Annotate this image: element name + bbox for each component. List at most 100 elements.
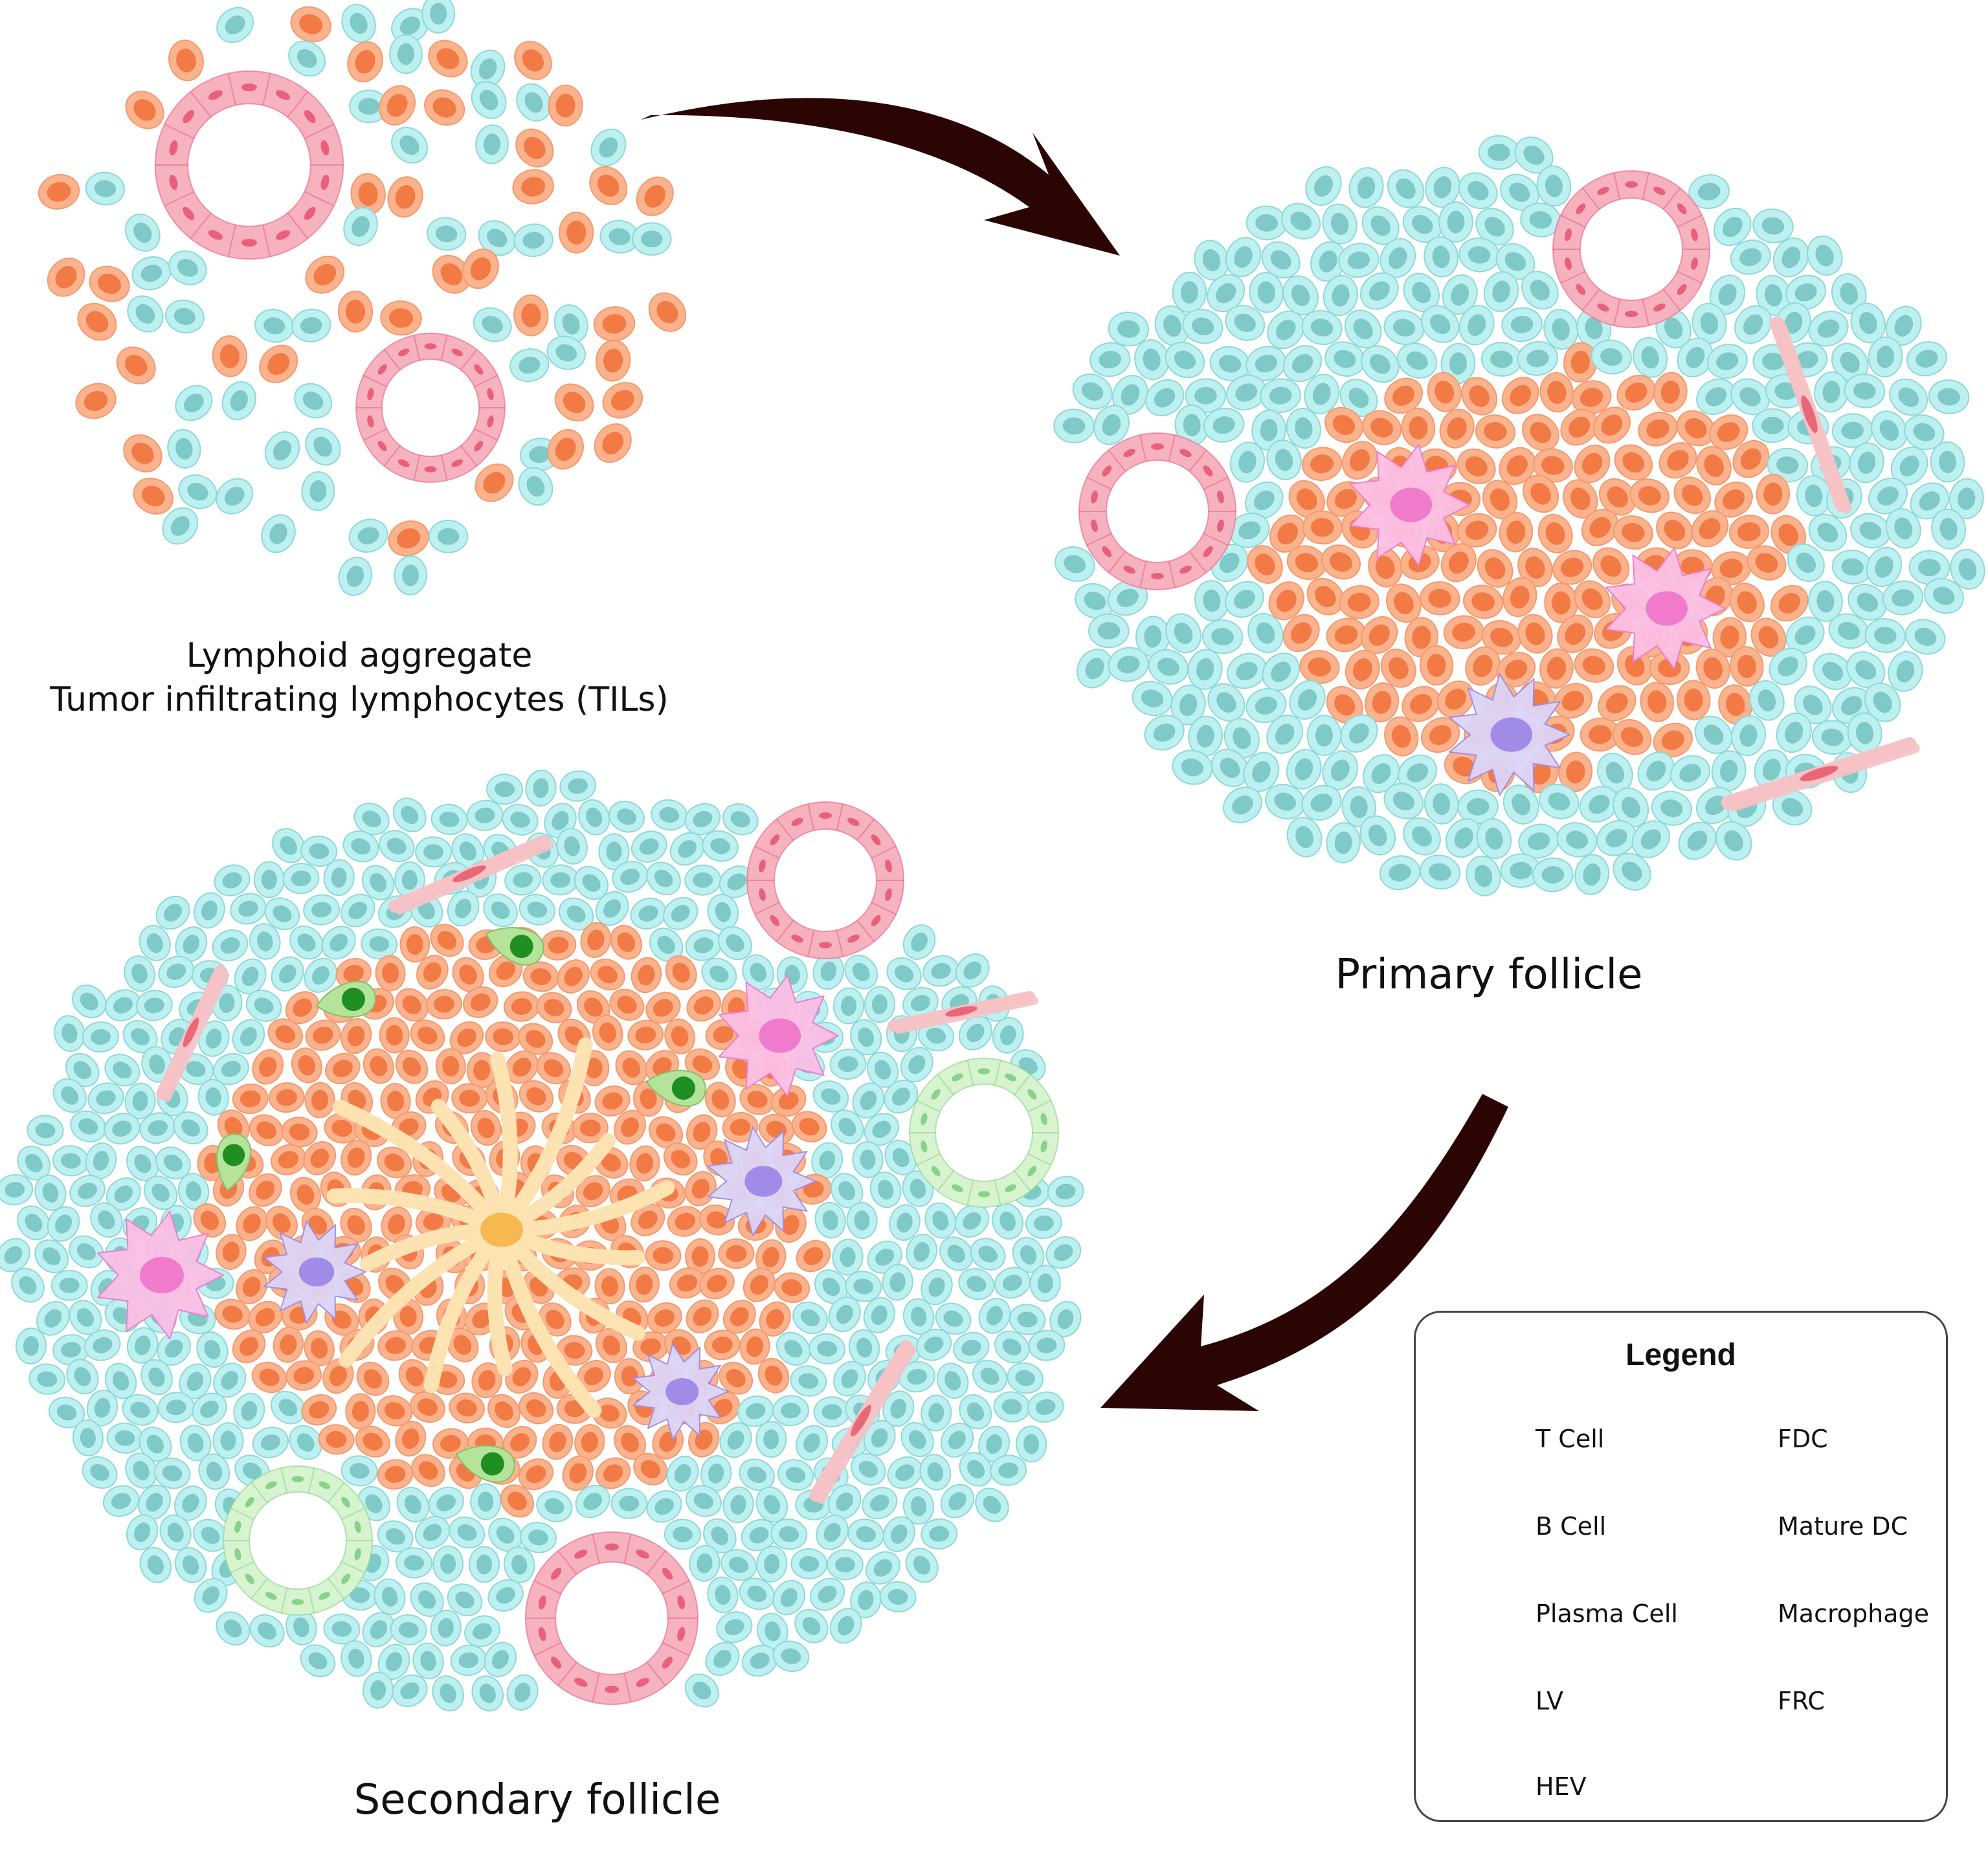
- t-cell: [432, 1545, 464, 1583]
- t-cell: [232, 1019, 265, 1054]
- t-cell: [958, 1016, 992, 1051]
- t-cell: [105, 989, 141, 1021]
- t-cell: [1613, 787, 1649, 828]
- t-cell: [1281, 203, 1321, 239]
- t-cell: [940, 1422, 974, 1458]
- t-cell: [921, 1518, 958, 1550]
- primary-caption: Primary follicle: [1335, 951, 1643, 999]
- t-cell: [1016, 1425, 1047, 1463]
- b-cell: [395, 988, 429, 1022]
- t-cell: [212, 1052, 249, 1085]
- t-cell: [862, 1487, 898, 1520]
- t-cell: [155, 1146, 191, 1180]
- b-cell: [614, 1109, 646, 1145]
- t-cell: [1170, 684, 1206, 726]
- t-cell: [863, 1297, 895, 1333]
- b-cell: [318, 1424, 355, 1455]
- b-cell: [718, 1238, 755, 1269]
- t-cell: [1088, 613, 1130, 649]
- t-cell: [471, 81, 507, 119]
- b-cell: [411, 1454, 445, 1487]
- b-cell: [1691, 510, 1729, 548]
- t-cell: [718, 926, 753, 961]
- t-cell: [221, 381, 256, 421]
- b-cell: [1673, 476, 1711, 515]
- t-cell: [377, 1643, 410, 1680]
- b-cell: [1420, 717, 1460, 753]
- t-cell: [506, 1674, 539, 1711]
- b-cell: [1247, 545, 1283, 584]
- t-cell: [1637, 751, 1675, 791]
- b-cell: [1365, 682, 1400, 723]
- t-cell: [212, 929, 249, 962]
- t-cell: [1631, 820, 1670, 858]
- t-cell: [577, 799, 610, 836]
- t-cell: [994, 1330, 1030, 1364]
- b-cell: [1552, 550, 1592, 585]
- t-cell: [1866, 546, 1903, 587]
- t-cell: [1670, 755, 1711, 791]
- t-cell: [233, 1392, 265, 1429]
- b-cell: [503, 991, 540, 1022]
- t-cell: [1596, 819, 1636, 856]
- t-cell: [69, 1235, 104, 1269]
- b-cell: [686, 1114, 718, 1150]
- t-cell: [1154, 305, 1190, 346]
- t-cell: [249, 1614, 285, 1648]
- b-cell: [304, 1330, 335, 1366]
- t-cell: [90, 1202, 123, 1238]
- t-cell: [131, 256, 172, 291]
- b-cell: [475, 463, 514, 502]
- b-cell: [380, 1083, 411, 1120]
- b-cell: [594, 423, 632, 463]
- b-cell: [614, 1358, 645, 1395]
- t-cell: [1846, 651, 1886, 689]
- t-cell: [770, 1519, 808, 1550]
- t-cell: [796, 1425, 829, 1461]
- b-cell: [755, 1239, 787, 1276]
- t-cell: [304, 957, 338, 993]
- t-cell: [155, 895, 190, 930]
- t-cell: [1597, 752, 1633, 793]
- t-cell: [392, 797, 427, 832]
- b-cell: [270, 1144, 307, 1175]
- t-cell: [1322, 203, 1357, 245]
- b-cell: [1461, 377, 1498, 416]
- t-cell: [300, 835, 338, 867]
- b-cell: [595, 339, 631, 382]
- t-cell: [139, 1112, 176, 1144]
- t-cell: [649, 928, 684, 963]
- plasma-cell: [645, 1069, 706, 1107]
- t-cell: [1785, 274, 1826, 311]
- b-cell: [665, 955, 697, 990]
- b-cell: [1436, 680, 1475, 718]
- b-cell: [1558, 751, 1593, 792]
- t-cell: [469, 1546, 500, 1583]
- t-cell: [1483, 271, 1519, 312]
- t-cell: [69, 1300, 102, 1335]
- b-cell: [345, 1393, 376, 1430]
- t-cell: [122, 1394, 159, 1426]
- t-cell: [809, 1577, 845, 1611]
- t-cell: [559, 770, 597, 802]
- t-cell: [882, 1263, 913, 1301]
- b-cell: [1653, 722, 1693, 758]
- t-cell: [1165, 613, 1201, 654]
- b-cell: [699, 1267, 735, 1300]
- t-cell: [341, 4, 376, 43]
- t-cell: [1226, 374, 1267, 411]
- t-cell: [590, 128, 627, 167]
- b-cell: [1756, 474, 1791, 515]
- b-cell: [1711, 551, 1752, 586]
- b-cell: [519, 1392, 554, 1425]
- b-cell: [629, 1145, 660, 1182]
- t-cell: [127, 295, 164, 333]
- b-cell: [538, 1302, 572, 1337]
- legend-label-fdc: FDC: [1778, 1425, 1828, 1453]
- t-cell: [85, 172, 126, 206]
- b-cell: [615, 1050, 648, 1085]
- b-cell: [1750, 618, 1787, 657]
- t-cell: [502, 804, 539, 836]
- t-cell: [291, 309, 331, 342]
- b-cell: [645, 1050, 680, 1083]
